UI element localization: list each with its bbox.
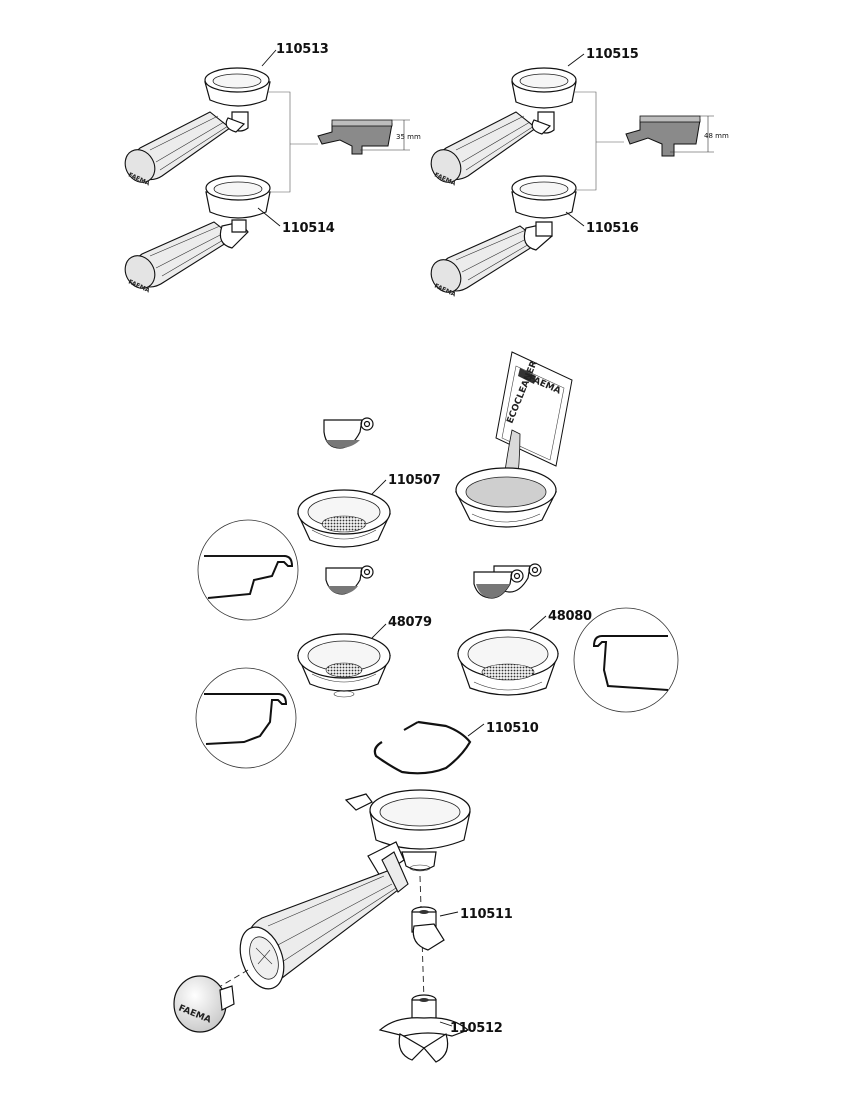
handle-knob: FAEMA bbox=[173, 975, 235, 1033]
basket-profile-magnifier-48079 bbox=[195, 667, 297, 769]
single-cup-icon bbox=[325, 565, 374, 595]
filter-basket-48080 bbox=[457, 629, 559, 696]
dimension-label-35mm: 35 mm bbox=[396, 133, 421, 141]
part-number-110513: 110513 bbox=[276, 42, 329, 57]
filter-basket-110507 bbox=[297, 489, 391, 548]
portafilter-110514: FAEMA bbox=[124, 175, 271, 295]
basket-profile-magnifier-48080 bbox=[573, 607, 679, 713]
part-number-110507: 110507 bbox=[388, 473, 441, 488]
part-number-110511: 110511 bbox=[460, 907, 513, 922]
portafilter-body bbox=[344, 789, 471, 877]
part-number-110512: 110512 bbox=[450, 1021, 502, 1036]
single-cup-icon bbox=[323, 417, 374, 449]
retaining-spring-110510 bbox=[373, 720, 472, 775]
part-number-110516: 110516 bbox=[586, 221, 639, 236]
dimension-label-48mm: 48 mm bbox=[704, 132, 729, 140]
handle-end-cap bbox=[239, 926, 285, 990]
part-number-48080: 48080 bbox=[548, 609, 592, 624]
blind-filter-with-cleaner bbox=[455, 467, 557, 528]
basket-profile-magnifier-110507 bbox=[197, 519, 299, 621]
spout-profile-48mm bbox=[625, 115, 714, 157]
portafilter-110513: FAEMA bbox=[124, 67, 271, 188]
double-spout-110512 bbox=[378, 994, 470, 1063]
filter-basket-48079 bbox=[297, 633, 391, 698]
portafilter-110515: FAEMA bbox=[430, 67, 577, 188]
single-spout-110511 bbox=[411, 906, 445, 951]
portafilter-110516: FAEMA bbox=[430, 175, 577, 299]
spout-profile-35mm bbox=[317, 119, 410, 155]
double-cup-icon bbox=[473, 563, 542, 599]
part-number-110514: 110514 bbox=[282, 221, 335, 236]
part-number-110510: 110510 bbox=[486, 721, 539, 736]
part-number-48079: 48079 bbox=[388, 615, 432, 630]
part-number-110515: 110515 bbox=[586, 47, 639, 62]
